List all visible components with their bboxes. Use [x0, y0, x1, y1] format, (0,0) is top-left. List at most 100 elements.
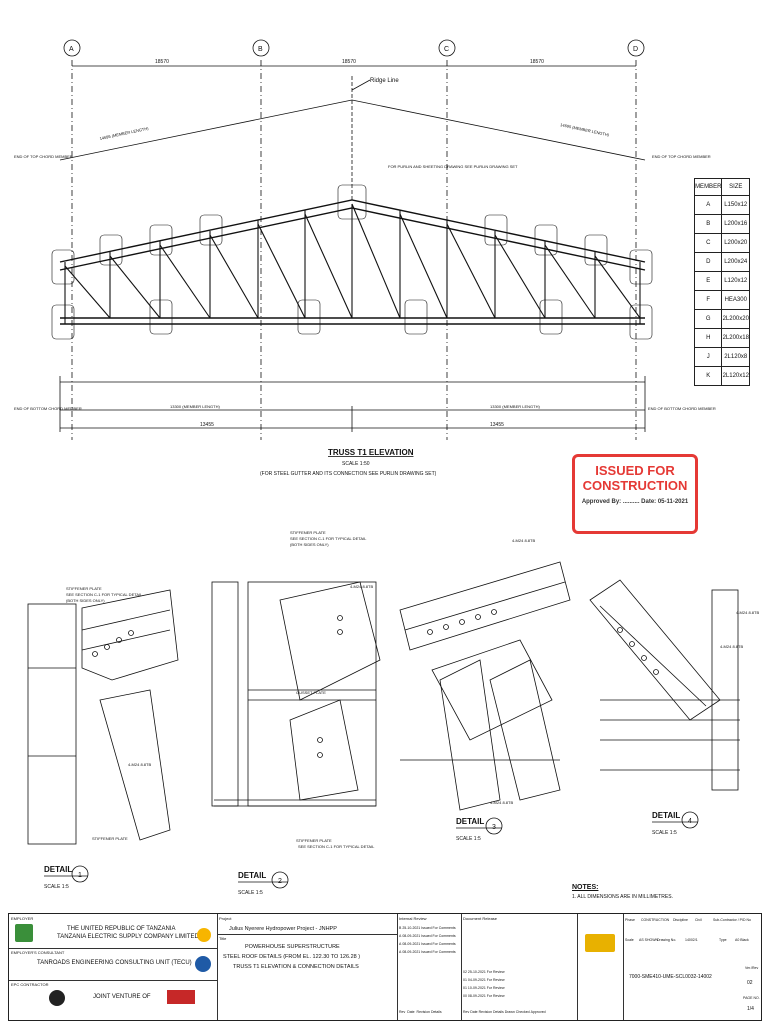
table-cell: G [693, 309, 723, 329]
detail-2-see-section-bottom: SEE SECTION C-1 FOR TYPICAL DETAIL [298, 844, 375, 849]
table-cell: J [693, 347, 723, 367]
detail-2-holes: 4-M24 8.8TB [350, 584, 373, 589]
review-date: 08-09-2021 [402, 942, 421, 946]
review-row-3: A 08-09-2021 Issued For Comments [399, 942, 456, 946]
phase-value: CONSTRUCTION [641, 918, 670, 922]
table-cell: L200x16 [721, 214, 750, 234]
table-cell: K [693, 366, 723, 386]
tanzania-emblem-icon [15, 924, 33, 942]
table-cell: L150x12 [721, 195, 750, 215]
grid-label-b: B [258, 46, 263, 53]
release-header: Checked [515, 1010, 530, 1014]
table-cell: F [693, 290, 723, 310]
detail-2-stiffener: STIFFENER PLATE [290, 530, 326, 535]
release-detail: For Review [486, 978, 505, 982]
detail-2-scale: SCALE 1:5 [238, 890, 263, 896]
stamp-line-1: ISSUED FOR [595, 463, 675, 478]
title-label: Title [219, 936, 227, 941]
table-cell: B [693, 214, 723, 234]
detail-2-num: 2 [278, 878, 282, 885]
release-header: Revision Details [478, 1010, 504, 1014]
notes: NOTES: 1. ALL DIMENSIONS ARE IN MILLIMET… [572, 884, 673, 900]
detail-2-label: DETAIL [238, 871, 266, 880]
table-cell: HEA300 [721, 290, 750, 310]
detail-1-stiffener: STIFFENER PLATE [66, 586, 102, 591]
top-dim-1: 18570 [155, 59, 169, 65]
release-date: 04-09-2021 [467, 978, 486, 982]
detail-4-scale: SCALE 1:5 [652, 830, 677, 836]
review-header: Rev [399, 1010, 406, 1014]
contractor-label: EPC CONTRACTOR [11, 982, 49, 987]
table-header: MEMBER [693, 178, 723, 196]
release-rev: 01 [463, 978, 467, 982]
table-cell: L200x20 [721, 233, 750, 253]
end-bottom-right: END OF BOTTOM CHORD MEMBER [648, 406, 716, 411]
end-top-left: END OF TOP CHORD MEMBER [14, 154, 73, 159]
detail-3-scale: SCALE 1:5 [456, 836, 481, 842]
contractor-name: JOINT VENTURE OF [93, 994, 151, 1000]
detail-2-see-section: SEE SECTION C-1 FOR TYPICAL DETAIL [290, 536, 367, 541]
table-cell: H [693, 328, 723, 348]
release-date: 08-09-2021 [467, 994, 486, 998]
total-bottom-right: 13455 [490, 422, 504, 428]
release-detail: For Review [486, 970, 505, 974]
detail-4-holes: 4-M24 8.8TB [736, 610, 759, 615]
review-rev: A [399, 942, 402, 946]
project-name: Julius Nyerere Hydropower Project - JNHP… [229, 926, 337, 932]
table-cell: L120x12 [721, 271, 750, 291]
release-date: 25-10-2021 [467, 970, 486, 974]
review-detail: Issued For Comments [421, 942, 456, 946]
release-rev: 02 [463, 970, 467, 974]
page-value: 1/4 [747, 1006, 754, 1012]
top-member-length-left: 14695 (MEMBER LENGTH) [99, 126, 149, 141]
review-row-2: A 08-09-2021 Issued For Comments [399, 934, 456, 938]
release-row-4: 00 08-09-2021 For Review [463, 994, 504, 998]
drawing-no-label: Drawing No. [657, 938, 677, 942]
release-row-2: 01 04-09-2021 For Review [463, 978, 504, 982]
title-block: EMPLOYER THE UNITED REPUBLIC OF TANZANIA… [8, 913, 762, 1021]
detail-3-holes-bottom: 4-M24 8.8TB [490, 800, 513, 805]
detail-1-num: 1 [78, 872, 82, 879]
drawing-no-value: 14002/1 [685, 938, 698, 942]
bottom-member-length-right: 13300 (MEMBER LENGTH) [490, 404, 540, 409]
type-value: A0 Black [735, 938, 749, 942]
project-label: Project [219, 916, 232, 921]
top-dim-2: 18570 [342, 59, 356, 65]
detail-1-scale: SCALE 1:5 [44, 884, 69, 890]
elevation-scale: SCALE 1:50 [342, 461, 370, 467]
employer-label: EMPLOYER [11, 916, 34, 921]
release-rev: 00 [463, 994, 467, 998]
release-header: Date [470, 1010, 478, 1014]
detail-2-both-sides: (BOTH SIDES ONLY) [290, 542, 329, 547]
review-rev: A [399, 950, 402, 954]
table-cell: 2L120x12 [721, 366, 750, 386]
release-header: Drawn [504, 1010, 515, 1014]
scale-label: Scale [625, 938, 634, 942]
detail-1-both-sides: (BOTH SIDES ONLY) [66, 598, 105, 603]
subcontractor-label: Sub-Contractor / PID No [713, 918, 751, 922]
document-release-label: Document Release [463, 916, 498, 921]
document-number: 7000-SME410-UME-SCL0032-14002 [629, 974, 712, 980]
ver-rev-value: 02 [747, 980, 753, 986]
detail-4-holes-2: 4-M24 8.8TB [720, 644, 743, 649]
total-bottom-left: 13455 [200, 422, 214, 428]
review-rev: B [399, 926, 402, 930]
table-cell: 2L120x8 [721, 347, 750, 367]
issued-for-construction-stamp: ISSUED FOR CONSTRUCTION Approved By: ...… [572, 454, 698, 534]
detail-1-stiffener-bottom: STIFFENER PLATE [92, 836, 128, 841]
release-detail: For Review [486, 994, 505, 998]
release-rev: 01 [463, 986, 467, 990]
ver-rev-label: Ver./Rev [745, 966, 759, 970]
table-cell: D [693, 252, 723, 272]
stamp-line-2: CONSTRUCTION [582, 478, 688, 493]
table-cell: A [693, 195, 723, 215]
notes-title: NOTES: [572, 884, 599, 891]
review-header: Revision Details [416, 1010, 442, 1014]
title-line-1: POWERHOUSE SUPERSTRUCTURE [245, 944, 340, 950]
detail-1-holes: 4-M24 8.8TB [128, 762, 151, 767]
bottom-member-length-left: 13300 (MEMBER LENGTH) [170, 404, 220, 409]
grid-label-a: A [69, 46, 74, 53]
release-row-1: 02 25-10-2021 For Review [463, 970, 504, 974]
detail-2-gusset: GUSSET PLATE [296, 690, 326, 695]
release-headers: Rev Date Revision Details Drawn Checked … [463, 1010, 546, 1014]
